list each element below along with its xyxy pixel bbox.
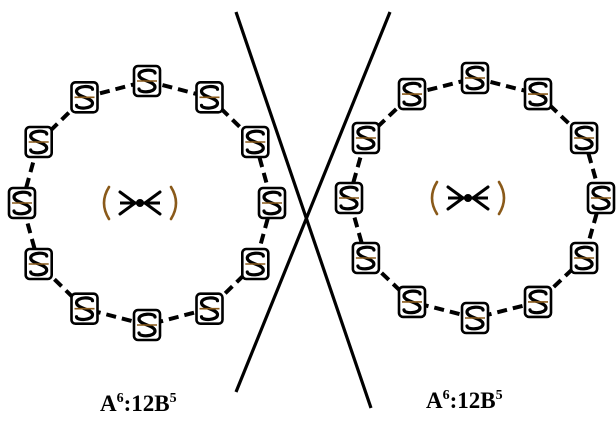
glyph-s-knot-icon [132, 64, 162, 98]
glyph-s-knot-icon [569, 121, 599, 155]
ring-left-label: A6:12B5 [100, 391, 177, 416]
glyph-s-knot-icon [69, 292, 100, 326]
glyph-s-knot-icon [24, 247, 54, 281]
ring-left-label-a: A [100, 391, 117, 416]
glyph-s-knot-icon [460, 301, 490, 335]
ring-right-label-mid: :12B [449, 388, 496, 413]
glyph-s-knot-icon [569, 241, 599, 275]
glyph-s-knot-icon [194, 80, 225, 114]
ring-left-label-mid: :12B [123, 391, 170, 416]
glyph-s-knot-icon [69, 80, 100, 114]
glyph-s-knot-icon [240, 247, 270, 281]
ring-right-label-b-exp: 5 [495, 388, 503, 403]
ring-right [334, 61, 616, 335]
ring-right-label: A6:12B5 [426, 388, 503, 413]
cross-line-b [234, 11, 392, 393]
glyph-s-knot-icon [523, 285, 553, 319]
cross-line-a [234, 11, 373, 409]
bond-center-icon [430, 180, 506, 216]
glyph-s-knot-icon [397, 77, 427, 111]
glyph-s-knot-icon [132, 308, 162, 342]
ring-left [7, 64, 287, 342]
glyph-s-knot-icon [257, 186, 287, 220]
glyph-s-knot-icon [194, 292, 225, 326]
glyph-s-knot-icon [523, 77, 553, 111]
glyph-s-knot-icon [586, 181, 616, 215]
glyph-s-knot-icon [7, 186, 37, 220]
ring-right-label-a: A [426, 388, 443, 413]
glyph-s-knot-icon [351, 121, 381, 155]
glyph-s-knot-icon [460, 61, 490, 95]
ring-left-label-b-exp: 5 [169, 391, 177, 406]
glyph-s-knot-icon [397, 285, 427, 319]
ring-left-label-a-exp: 6 [116, 391, 124, 406]
glyph-s-knot-icon [351, 241, 381, 275]
glyph-s-knot-icon [334, 181, 364, 215]
ring-right-label-a-exp: 6 [442, 388, 450, 403]
bond-center-icon [102, 185, 178, 221]
glyph-s-knot-icon [240, 125, 270, 159]
glyph-s-knot-icon [24, 125, 54, 159]
